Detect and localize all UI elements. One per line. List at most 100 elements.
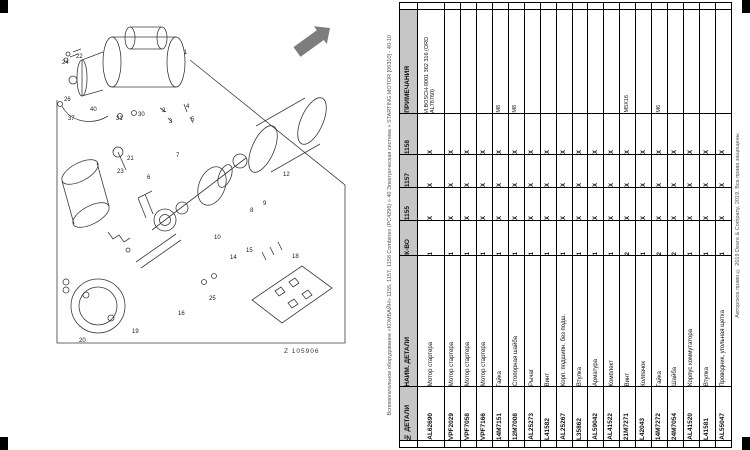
- cell-m1155: X: [445, 188, 460, 222]
- cell-m1158: X: [588, 114, 604, 156]
- cell-part: AL41522: [604, 387, 620, 442]
- copyright-vertical: Авторское право © 2019 Deere & Company, …: [733, 0, 744, 450]
- cell-note: [556, 10, 572, 114]
- cell-part: AL25273: [524, 387, 540, 442]
- cell-qty: 1: [636, 221, 652, 256]
- cell-qty: 1: [604, 221, 620, 256]
- callout-7: 7: [176, 153, 180, 159]
- cell-spacer: [604, 441, 619, 447]
- cell-name: Мотор стартера: [445, 256, 460, 388]
- cell-qty: 1: [418, 221, 444, 256]
- cell-m1157: X: [418, 155, 444, 189]
- callout-31: 31: [116, 116, 123, 122]
- callout-15: 15: [246, 248, 253, 254]
- cell-m1157: X: [652, 155, 668, 189]
- callout-23: 23: [117, 169, 124, 175]
- cell-qty: 1: [684, 221, 699, 256]
- cell-qty: 1: [508, 221, 524, 256]
- column-header-m1158: 1158: [400, 113, 417, 156]
- cell-spacer: [700, 3, 715, 10]
- callout-10: 10: [214, 235, 221, 241]
- cell-qty: 2: [652, 221, 668, 256]
- cell-name: Мотор стартера: [460, 256, 476, 388]
- cell-note: M8: [508, 10, 524, 114]
- cell-spacer: [461, 441, 476, 447]
- cell-spacer: [716, 441, 731, 447]
- cell-m1155: X: [476, 188, 492, 222]
- cell-qty: 1: [556, 221, 572, 256]
- cell-qty: 1: [715, 221, 731, 256]
- cell-m1158: X: [684, 114, 699, 156]
- callout-22: 22: [76, 54, 83, 60]
- page-header-vertical: Вспомогательное оборудование «КОМБАЙН» 1…: [385, 0, 396, 450]
- cell-spacer: [445, 3, 460, 10]
- cell-spacer: [509, 441, 524, 447]
- cell-spacer: [557, 441, 572, 447]
- cell-m1157: X: [572, 155, 588, 189]
- cell-part: L42043: [636, 387, 652, 442]
- cell-m1155: X: [652, 188, 668, 222]
- cell-spacer: [636, 441, 651, 447]
- cell-spacer: [573, 441, 588, 447]
- column-header-m1155: 1155: [400, 188, 417, 222]
- cell-part: 21M7271: [620, 387, 636, 442]
- cell-note: [572, 10, 588, 114]
- cell-note: M6: [652, 10, 668, 114]
- cell-m1157: X: [715, 155, 731, 189]
- cell-spacer: [477, 441, 492, 447]
- cell-m1155: X: [460, 188, 476, 222]
- cell-part: 14M7151: [492, 387, 508, 442]
- cell-m1157: X: [524, 155, 540, 189]
- callout-5: 5: [191, 117, 195, 123]
- page-header-text: Вспомогательное оборудование «КОМБАЙН» 1…: [386, 34, 393, 416]
- cell-note: [668, 10, 684, 114]
- callout-25: 25: [209, 296, 216, 302]
- cell-spacer: [525, 441, 540, 447]
- callout-20: 20: [79, 338, 86, 344]
- cell-note: И.BOSCH-9001 362 316 (ORD AL78760): [418, 10, 444, 114]
- cell-name: Винт: [540, 256, 556, 388]
- cell-m1157: X: [445, 155, 460, 189]
- callout-4: 4: [186, 104, 190, 110]
- cell-m1155: X: [700, 188, 715, 222]
- cell-part: VPF7058: [460, 387, 476, 442]
- cell-part: 24M7054: [668, 387, 684, 442]
- cell-name: Втулка: [572, 256, 588, 388]
- exploded-components: [61, 97, 333, 334]
- cell-m1157: X: [700, 155, 715, 189]
- cell-name: Арматура: [588, 256, 604, 388]
- cell-note: [636, 10, 652, 114]
- callout-26: 26: [64, 97, 71, 103]
- cell-name: Корп. подшипн. без подш.: [556, 256, 572, 388]
- cell-m1155: X: [620, 188, 636, 222]
- cell-note: [476, 10, 492, 114]
- callout-16: 16: [178, 311, 185, 317]
- cell-m1157: X: [476, 155, 492, 189]
- cell-qty: 1: [588, 221, 604, 256]
- cell-spacer: [445, 441, 460, 447]
- page-forward-arrow-icon: [293, 26, 330, 57]
- cell-spacer: [588, 441, 603, 447]
- cell-spacer: [508, 3, 524, 10]
- cell-spacer: [492, 3, 508, 10]
- cell-m1158: X: [418, 114, 444, 156]
- cell-m1155: X: [604, 188, 620, 222]
- callout-1: 1: [184, 50, 188, 56]
- cell-m1158: X: [668, 114, 684, 156]
- cell-spacer: [668, 3, 684, 10]
- cell-spacer: [418, 3, 444, 10]
- cell-spacer: [620, 441, 635, 447]
- cell-qty: 1: [700, 221, 715, 256]
- cell-m1155: X: [715, 188, 731, 222]
- callout-12: 12: [283, 172, 290, 178]
